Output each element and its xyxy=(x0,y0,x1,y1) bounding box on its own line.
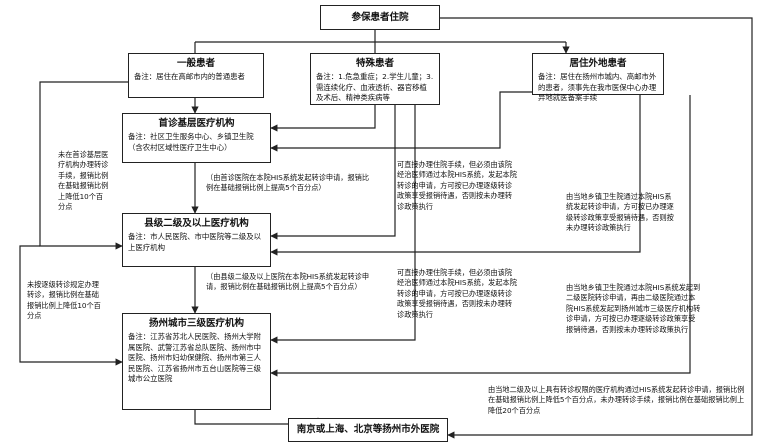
connector-remote-secondary xyxy=(270,95,641,256)
tertiary-institution-title: 扬州城市三级医疗机构 xyxy=(148,318,244,329)
note-special-direct-admission-2: 可直接办理住院手续，但必须由该院经治医师通过本院HIS系统，发起本院转诊的申请，… xyxy=(397,268,517,319)
special-patient-note: 备注：1.危急重症；2.学生儿童；3.需连续化疗、血液透析、器官移植及术后、精神… xyxy=(316,72,434,102)
remote-patient-note: 备注：居住在扬州市城内、高邮市外的患者，须事先在我市医保中心办理异地就医备案手续 xyxy=(538,72,657,102)
general-patient-title: 一般患者 xyxy=(176,58,215,69)
connector-special-tertiary xyxy=(270,105,416,344)
primary-institution-note: 备注：社区卫生服务中心、乡镇卫生院（含农村区域性医疗卫生中心） xyxy=(128,132,254,152)
title-box: 参保患者住院 xyxy=(320,5,440,30)
note-special-direct-admission-1: 可直接办理住院手续，但必须由该院经治医师通过本院HIS系统，发起本院转诊的申请，… xyxy=(397,160,517,211)
external-hospital-title: 南京或上海、北京等扬州市外医院 xyxy=(296,424,440,435)
connector-top-bus xyxy=(194,30,566,53)
connector-general-left-rail xyxy=(39,81,128,250)
note-left-unreferred-primary: 未在首诊基层医疗机构办理转诊手续，报销比例在基础报销比例上降低10个百分点 xyxy=(58,150,109,212)
connector-general-left-rail-2 xyxy=(19,245,123,366)
special-patient-box: 特殊患者 备注：1.危急重症；2.学生儿童；3.需连续化疗、血液透析、器官移植及… xyxy=(310,53,440,105)
page-title: 参保患者住院 xyxy=(351,12,409,23)
external-hospital-box: 南京或上海、北京等扬州市外医院 xyxy=(288,418,448,442)
tertiary-institution-box: 扬州城市三级医疗机构 备注：江苏省苏北人民医院、扬州大学附属医院、武警江苏省总队… xyxy=(122,313,271,410)
general-patient-box: 一般患者 备注：居住在高邮市内的普通患者 xyxy=(128,53,264,98)
note-primary-referral: （由首诊医院在本院HIS系统发起转诊申请，报销比例在基础报销比例上提高5个百分点… xyxy=(206,173,370,193)
remote-patient-box: 居住外地患者 备注：居住在扬州市城内、高邮市外的患者，须事先在我市医保中心办理异… xyxy=(532,53,664,102)
secondary-institution-note: 备注：市人民医院、市中医院等二级及以上医疗机构 xyxy=(128,232,262,252)
note-secondary-referral: （由县级二级及以上医院在本院HIS系统发起转诊申请，报销比例在基础报销比例上提高… xyxy=(206,272,370,292)
connector-special-secondary xyxy=(270,105,396,240)
special-patient-title: 特殊患者 xyxy=(355,58,394,69)
connector-title-external xyxy=(440,17,753,439)
general-patient-note: 备注：居住在高邮市内的普通患者 xyxy=(134,72,245,81)
note-left-unreferred-stepwise: 未按逐级转诊规定办理转诊，报销比例在基础报销比例上降低10个百分点 xyxy=(27,280,101,321)
primary-institution-title: 首诊基层医疗机构 xyxy=(158,118,235,129)
secondary-institution-title: 县级二级及以上医疗机构 xyxy=(144,218,249,229)
remote-patient-title: 居住外地患者 xyxy=(569,58,627,69)
connector-remote-primary xyxy=(270,91,532,152)
connector-remote-tertiary xyxy=(270,95,691,377)
note-remote-referral-tertiary: 由当地乡镇卫生院通过本院HIS系统发起到二级医院转诊申请，再由二级医院通过本院H… xyxy=(566,283,701,334)
connector-special-primary xyxy=(270,105,376,132)
note-external-referral: 由当地二级及以上具有转诊权限的医疗机构通过HIS系统发起转诊申请，报销比例在基础… xyxy=(488,385,745,415)
note-remote-referral-secondary: 由当地乡镇卫生院通过本院HIS系统发起转诊申请，方可按已办理逐级转诊政策享受报销… xyxy=(566,192,674,233)
primary-institution-box: 首诊基层医疗机构 备注：社区卫生服务中心、乡镇卫生院（含农村区域性医疗卫生中心） xyxy=(122,113,271,163)
secondary-institution-box: 县级二级及以上医疗机构 备注：市人民医院、市中医院等二级及以上医疗机构 xyxy=(122,213,271,267)
tertiary-institution-note: 备注：江苏省苏北人民医院、扬州大学附属医院、武警江苏省总队医院、扬州市中医院、扬… xyxy=(128,332,262,383)
